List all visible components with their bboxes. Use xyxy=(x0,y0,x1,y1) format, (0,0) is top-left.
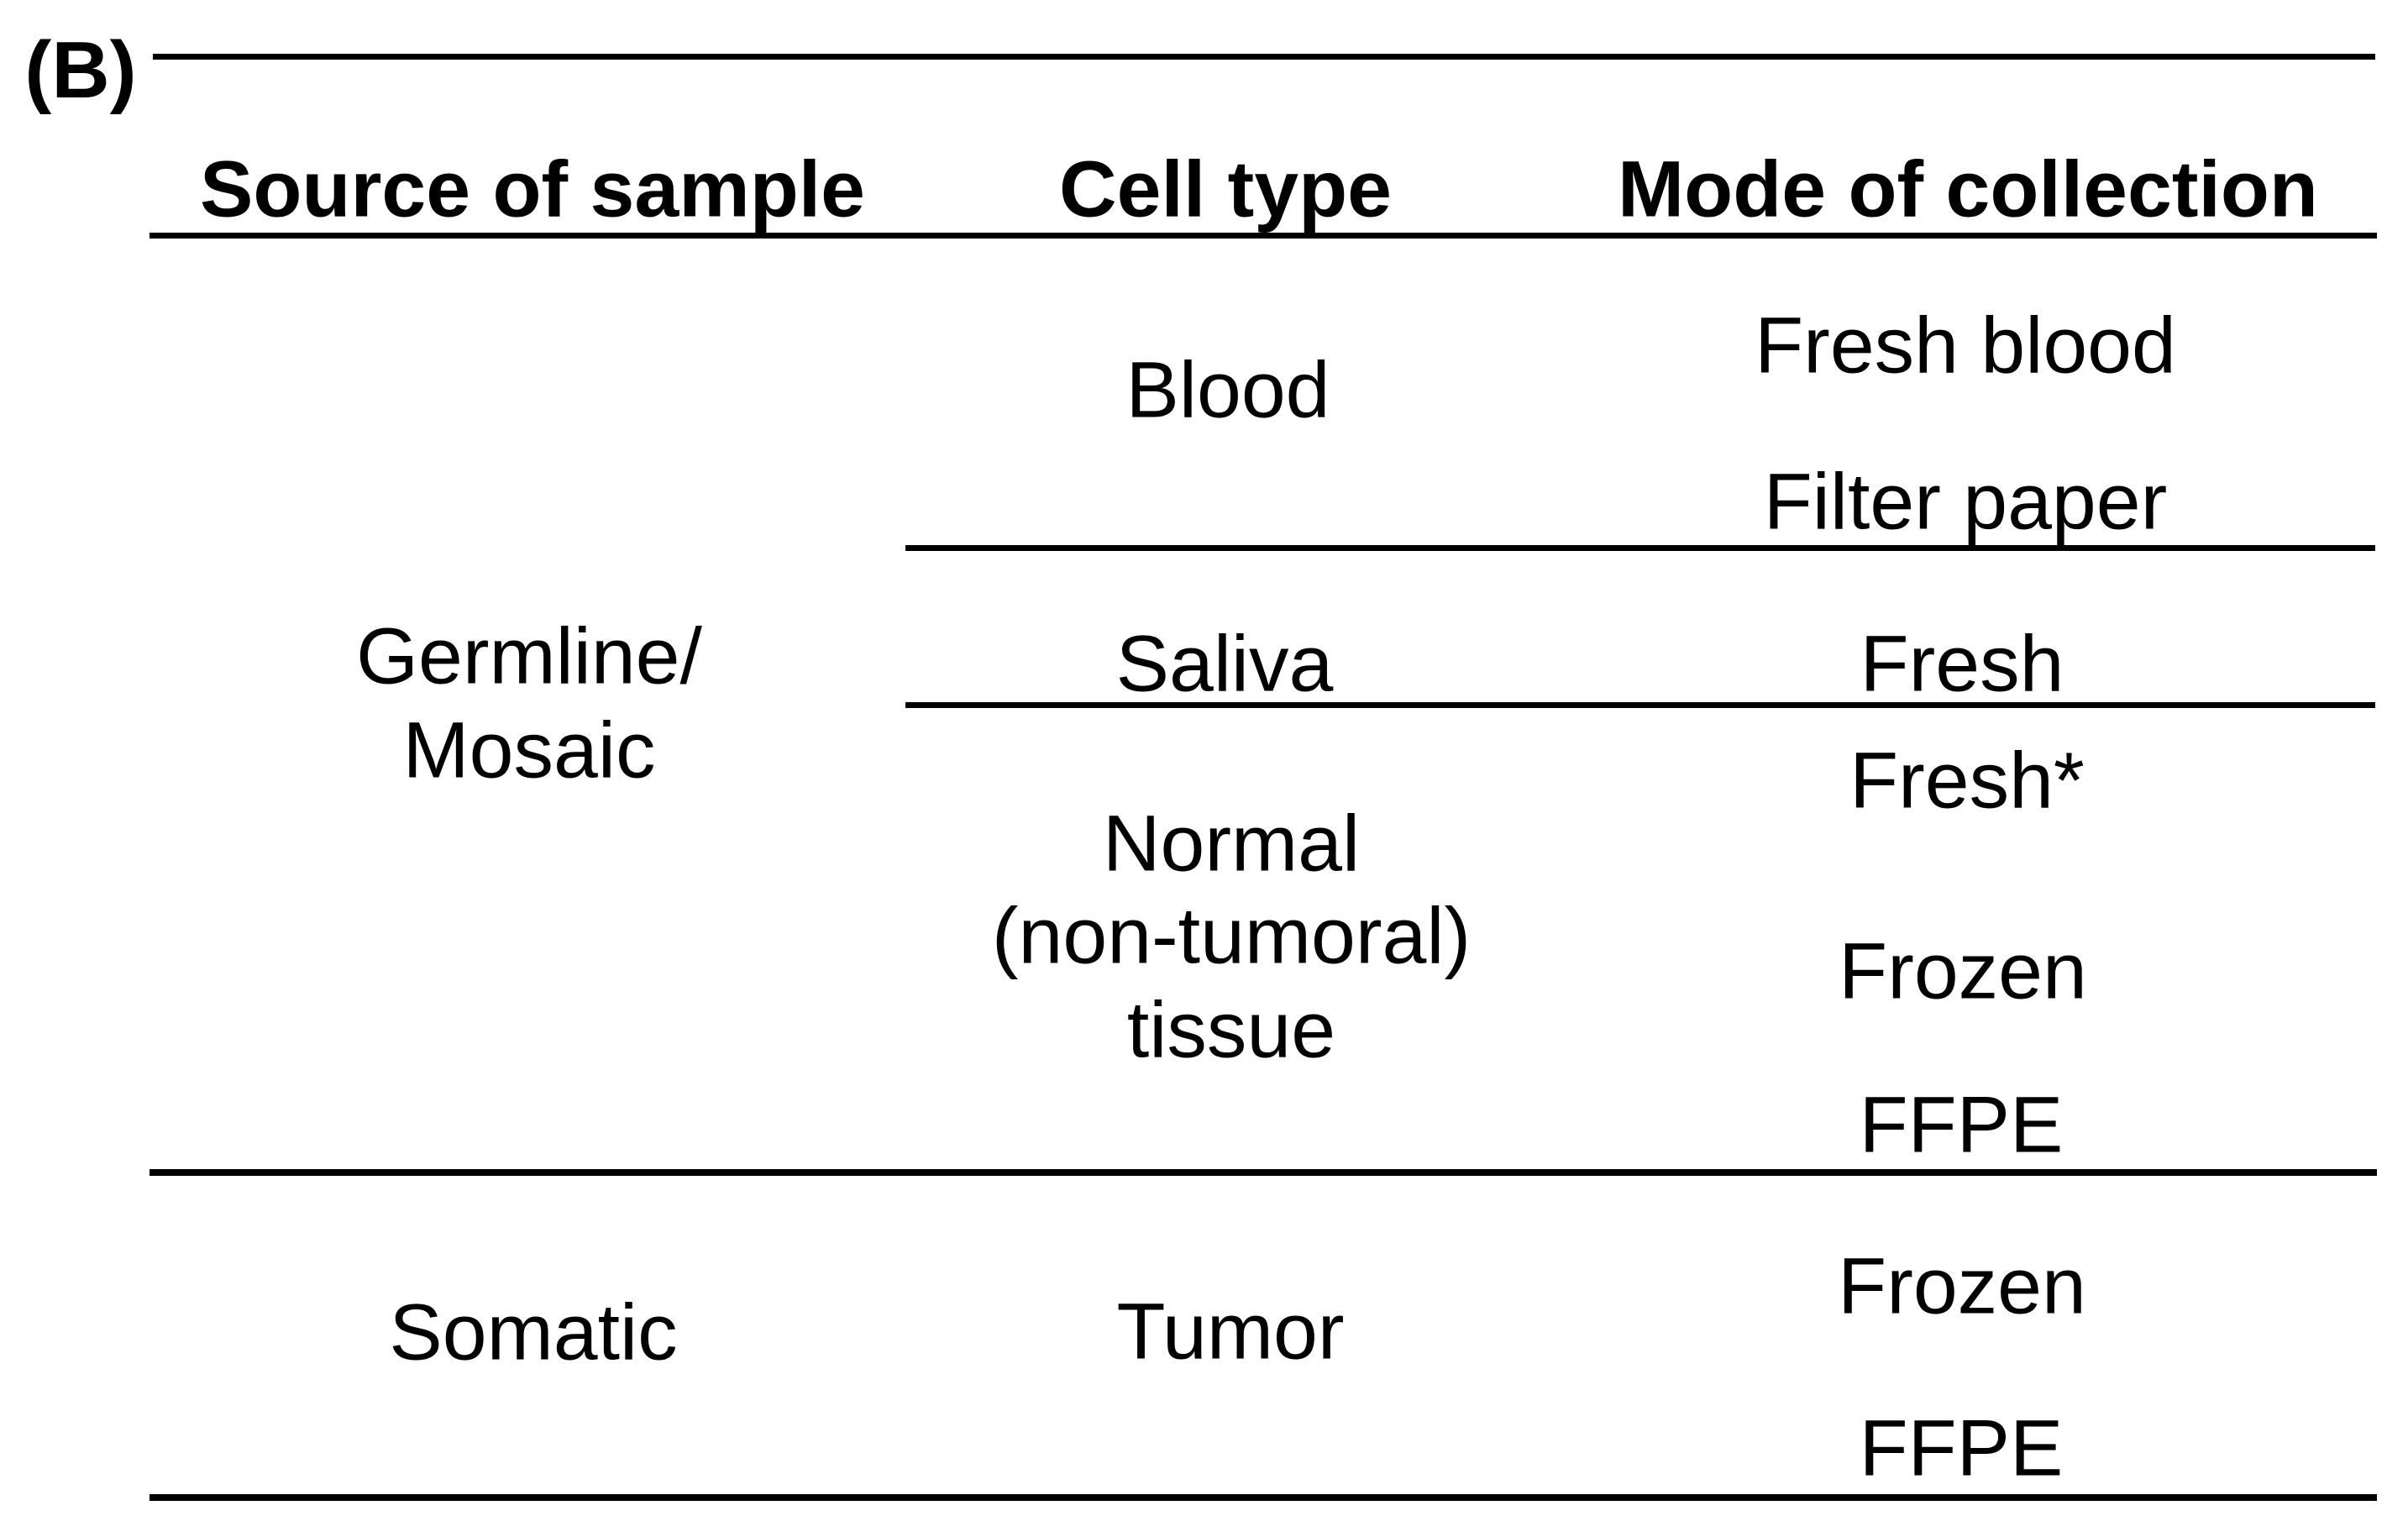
cell-type-tumor: Tumor xyxy=(1116,1287,1345,1377)
column-header-source-of-sample: Source of sample xyxy=(200,144,865,234)
saliva-row-divider-rule xyxy=(905,702,2375,708)
header-underline-rule xyxy=(150,233,2377,239)
source-germline-line2: Mosaic xyxy=(402,706,656,795)
cell-type-normal-tissue-line2: (non-tumoral) xyxy=(991,891,1472,981)
mode-ffpe-somatic: FFPE xyxy=(1859,1403,2064,1493)
cell-type-normal-tissue-line1: Normal xyxy=(1102,799,1361,889)
cell-type-normal-tissue-line3: tissue xyxy=(1126,985,1336,1075)
table-bottom-rule xyxy=(150,1494,2377,1501)
mode-fresh-asterisk: Fresh* xyxy=(1849,736,2085,826)
cell-type-blood: Blood xyxy=(1125,345,1330,435)
mode-ffpe-germline: FFPE xyxy=(1859,1080,2064,1170)
figure-panel-label: (B) xyxy=(24,25,137,115)
mode-frozen-germline: Frozen xyxy=(1839,926,2087,1016)
column-header-mode-of-collection: Mode of collection xyxy=(1618,144,2318,234)
mode-fresh: Fresh xyxy=(1860,619,2064,709)
column-header-cell-type: Cell type xyxy=(1059,144,1392,234)
cell-type-saliva: Saliva xyxy=(1115,619,1334,709)
table-top-rule xyxy=(153,54,2375,60)
blood-row-divider-rule xyxy=(905,545,2375,551)
source-germline-line1: Germline/ xyxy=(356,611,702,701)
mode-frozen-somatic: Frozen xyxy=(1838,1241,2086,1331)
source-somatic: Somatic xyxy=(389,1288,678,1377)
mode-fresh-blood: Fresh blood xyxy=(1755,301,2176,391)
mode-filter-paper: Filter paper xyxy=(1763,457,2168,547)
section-divider-rule xyxy=(150,1169,2377,1176)
